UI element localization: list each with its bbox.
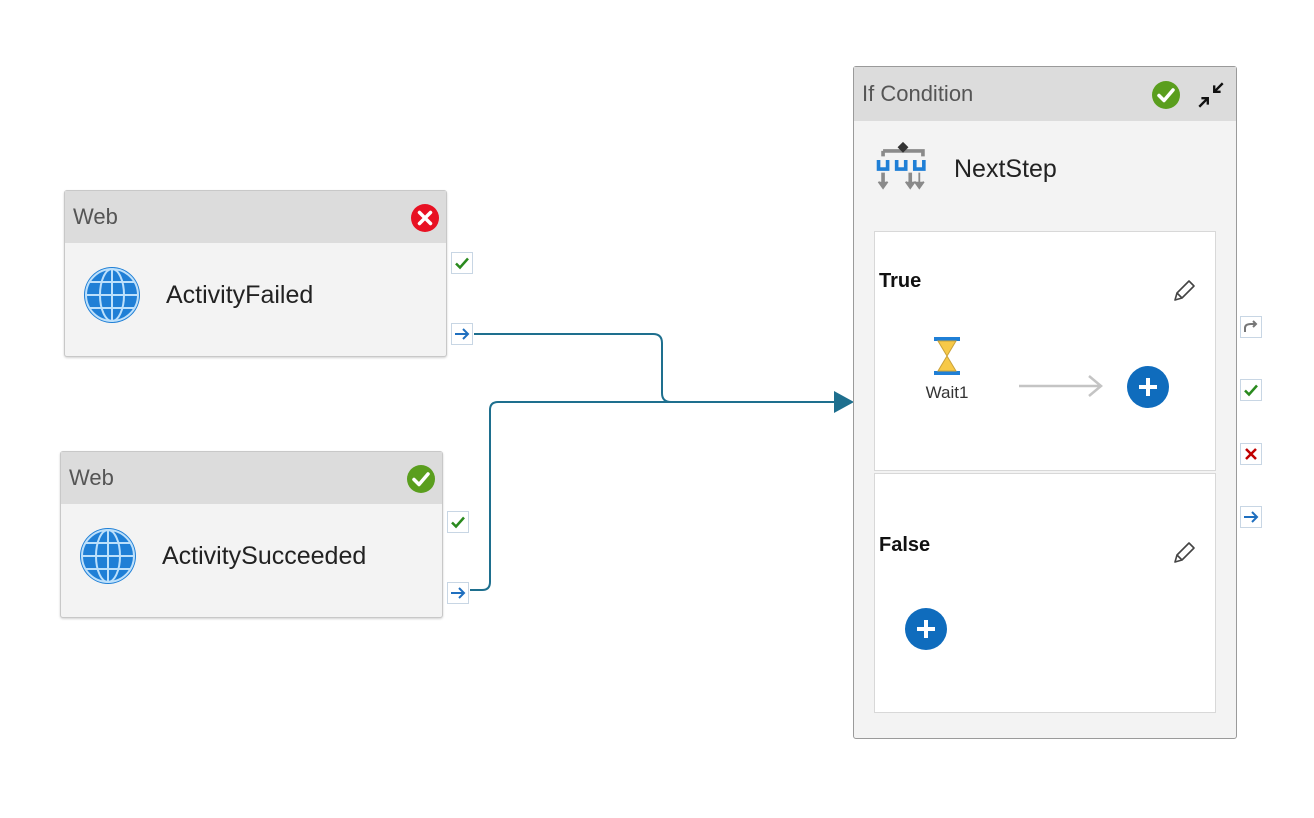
port-completion[interactable] — [451, 323, 473, 345]
arrow-right-icon — [455, 328, 470, 340]
port-success[interactable] — [451, 252, 473, 274]
activity-type-label: Web — [69, 465, 114, 490]
web-activity-succeeded[interactable]: Web ActivitySucceeded — [60, 451, 443, 618]
branch-label: False — [879, 534, 931, 556]
if-condition-title-row: NextStep — [874, 139, 1057, 199]
checkmark-icon — [1244, 384, 1258, 397]
activity-type-label: If Condition — [862, 81, 974, 106]
activity-name: NextStep — [954, 154, 1057, 183]
true-branch[interactable]: True Wait1 — [874, 231, 1216, 471]
arrow-right-icon — [1244, 511, 1259, 523]
globe-icon — [80, 528, 136, 584]
wait-activity-name: Wait1 — [925, 383, 969, 402]
check-circle-icon — [1152, 81, 1180, 109]
arrow-right-icon — [451, 587, 466, 599]
globe-icon — [84, 267, 140, 323]
skip-icon — [1244, 320, 1258, 332]
activity-header: Web — [65, 191, 446, 243]
checkmark-icon — [451, 516, 465, 529]
if-condition-icon — [876, 141, 926, 190]
error-circle-icon — [411, 204, 439, 232]
connector-failed-to-if — [474, 333, 838, 403]
wait-activity[interactable]: Wait1 — [919, 336, 975, 403]
check-circle-icon — [407, 465, 435, 493]
close-icon — [1245, 448, 1257, 460]
port-completion[interactable] — [447, 582, 469, 604]
hourglass-icon — [934, 337, 960, 375]
activity-type-label: Web — [73, 204, 118, 229]
activity-header: Web — [61, 452, 442, 504]
activity-name: ActivityFailed — [166, 280, 314, 309]
connector-succeeded-to-if — [470, 401, 838, 591]
checkmark-icon — [455, 257, 469, 270]
port-completion[interactable] — [1240, 506, 1262, 528]
port-skipped[interactable] — [1240, 316, 1262, 338]
collapse-icon[interactable] — [1195, 79, 1227, 111]
false-branch[interactable]: False — [874, 473, 1216, 713]
if-condition-activity[interactable]: If Condition NextStep — [853, 66, 1237, 739]
activity-name: ActivitySucceeded — [162, 541, 367, 570]
port-success[interactable] — [1240, 379, 1262, 401]
arrow-right-connector — [1019, 375, 1103, 397]
branch-label: True — [879, 270, 922, 292]
port-success[interactable] — [447, 511, 469, 533]
connector-arrowhead — [834, 391, 854, 413]
activity-header: If Condition — [854, 67, 1236, 121]
web-activity-failed[interactable]: Web ActivityFailed — [64, 190, 447, 357]
add-activity-button[interactable] — [1127, 366, 1169, 408]
add-activity-button[interactable] — [905, 608, 947, 650]
port-failure[interactable] — [1240, 443, 1262, 465]
pencil-icon[interactable] — [1171, 540, 1197, 566]
pencil-icon[interactable] — [1171, 278, 1197, 304]
